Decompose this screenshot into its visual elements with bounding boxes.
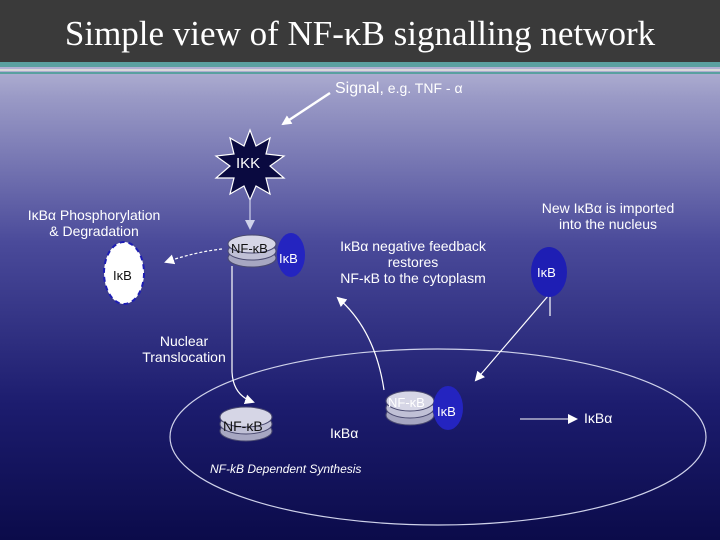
synthesis-label: NF-kB Dependent Synthesis xyxy=(210,462,362,476)
phosphorylation-line1: IκBα Phosphorylation xyxy=(27,207,161,223)
new-import-label: New IκBα is imported into the nucleus xyxy=(520,200,696,232)
phosphorylation-label: IκBα Phosphorylation & Degradation xyxy=(10,207,178,239)
phosphorylation-line2: & Degradation xyxy=(49,223,139,239)
signal-example-text: e.g. TNF - α xyxy=(383,80,463,96)
feedback-line2: restores xyxy=(387,254,439,270)
nfkb-cytoplasm-disc xyxy=(227,234,277,268)
nfkb-nucleus-disc xyxy=(219,406,273,442)
title-rule-teal-thin xyxy=(0,72,720,74)
feedback-line1: IκBα negative feedback xyxy=(340,238,486,254)
ikba-nucleus-label: IκBα xyxy=(330,425,359,441)
import-arrow xyxy=(474,295,549,382)
title-bar: Simple view of NF-κB signalling network xyxy=(0,0,720,62)
degraded-ikb-label: IκB xyxy=(113,268,132,283)
feedback-line3: NF-κB to the cytoplasm xyxy=(340,270,486,286)
nfkb-complex-nucleus-label: NF-κB xyxy=(388,395,425,410)
title-rule-teal xyxy=(0,62,720,67)
signal-arrow xyxy=(281,91,331,126)
ikb-cytoplasm-shape xyxy=(277,233,305,277)
new-ikb-label: IκB xyxy=(537,265,556,280)
signal-label: Signal, e.g. TNF - α xyxy=(335,80,463,98)
title-rule-gray xyxy=(0,69,720,71)
slide-title: Simple view of NF-κB signalling network xyxy=(64,14,656,53)
translocation-arrow xyxy=(231,266,255,405)
nfkb-nucleus-label: NF-κB xyxy=(223,418,263,434)
new-import-line2: into the nucleus xyxy=(558,216,658,232)
ikba-right-label: IκBα xyxy=(584,410,613,426)
ikk-label: IKK xyxy=(236,155,261,172)
ikb-nucleus-label: IκB xyxy=(437,404,456,419)
signal-main-text: Signal, xyxy=(335,80,384,97)
nucleus xyxy=(169,348,707,526)
degradation-arrow xyxy=(164,248,223,265)
feedback-arrow xyxy=(336,296,385,391)
new-import-line1: New IκBα is imported xyxy=(541,200,675,216)
translocation-line2: Translocation xyxy=(142,349,226,365)
translocation-label: Nuclear Translocation xyxy=(128,333,240,365)
nfkb-cytoplasm-label: NF-κB xyxy=(231,241,268,256)
ikb-cytoplasm-label: IκB xyxy=(279,251,298,266)
degraded-ikb-shape xyxy=(103,241,145,305)
new-ikb-shape xyxy=(531,247,567,297)
feedback-label: IκBα negative feedback restores NF-κB to… xyxy=(316,238,510,286)
ikb-nucleus-shape xyxy=(433,386,463,430)
translocation-line1: Nuclear xyxy=(159,333,209,349)
